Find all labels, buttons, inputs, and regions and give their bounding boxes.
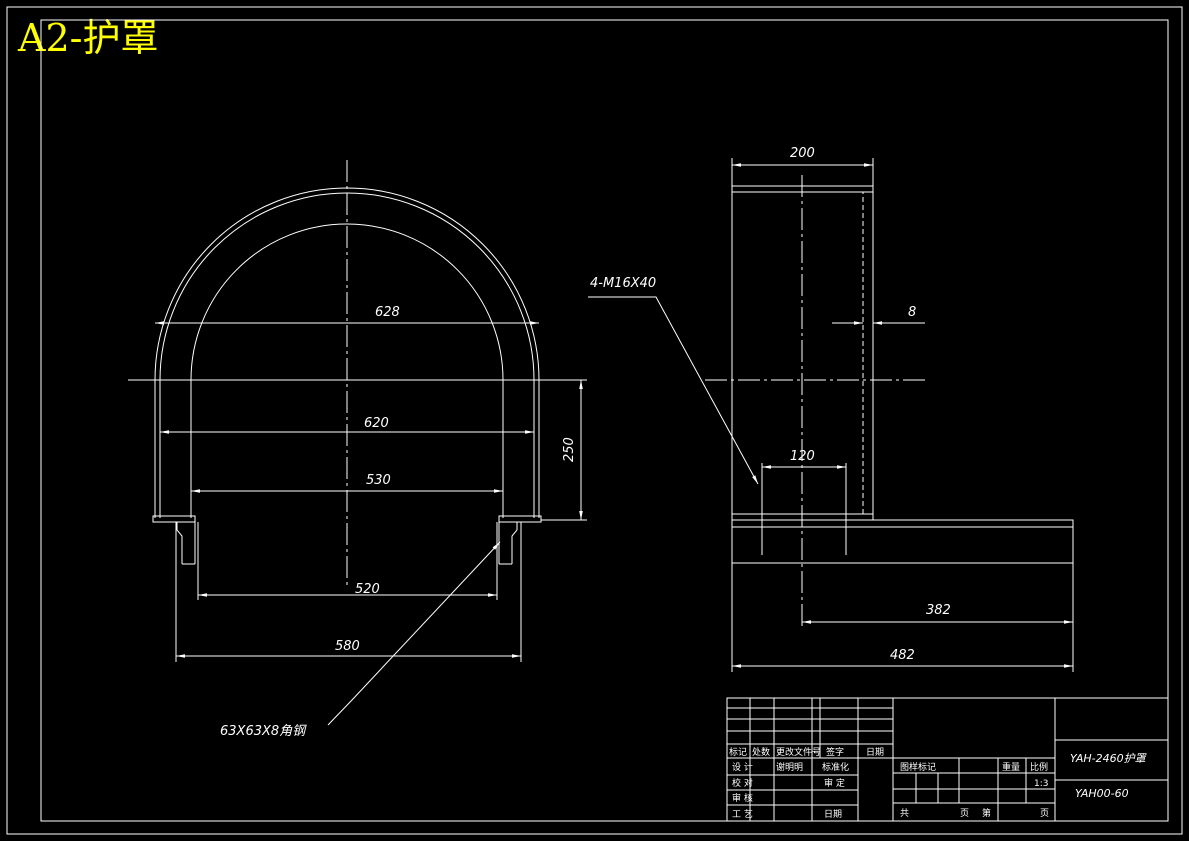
- tb-col-sign: 签字: [826, 746, 844, 758]
- outer-arch: [154, 187, 540, 381]
- side-view: [588, 158, 1074, 672]
- left-flange: [152, 515, 196, 523]
- inner-arch: [190, 223, 504, 381]
- tb-review: 审 核: [732, 792, 753, 804]
- tb-process: 工 艺: [732, 809, 753, 820]
- angle-steel-callout: 63X63X8角钢: [220, 724, 307, 739]
- tb-designer: 谢明明: [776, 761, 803, 773]
- title-block: [726, 697, 1169, 822]
- tb-col-count: 处数: [752, 746, 770, 758]
- tb-sheet-num: 第: [982, 807, 991, 819]
- tb-standard: 标准化: [822, 761, 849, 773]
- dim-482: 482: [890, 648, 915, 663]
- tb-sheets-page: 页: [960, 808, 969, 819]
- outer-border: [6, 6, 1183, 835]
- bolt-callout: 4-M16X40: [590, 276, 656, 291]
- inner-frame: [40, 19, 1169, 822]
- dim-628: 628: [375, 305, 400, 320]
- dim-120: 120: [790, 449, 815, 464]
- tb-part-name: YAH-2460护罩: [1070, 752, 1147, 765]
- tb-col-date: 日期: [866, 747, 884, 758]
- front-view: [128, 160, 587, 726]
- tb-sheets-total: 共: [900, 808, 909, 819]
- tb-date: 日期: [824, 809, 842, 820]
- tb-weight: 重量: [1002, 761, 1020, 773]
- side-base-plate: [731, 519, 1074, 564]
- dim-580: 580: [335, 639, 360, 654]
- tb-scale: 1:3: [1034, 779, 1048, 789]
- right-flange: [498, 515, 542, 523]
- tb-sheet-page2: 页: [1040, 808, 1049, 819]
- dim-530: 530: [366, 473, 391, 488]
- tb-col-change: 更改文件号: [776, 746, 821, 758]
- dim-520: 520: [355, 582, 380, 597]
- tb-check: 校 对: [732, 777, 753, 789]
- angle-steel-leader: [327, 541, 501, 726]
- bolt-leader: [588, 296, 759, 485]
- dim-382: 382: [926, 603, 951, 618]
- dim-250: 250: [562, 437, 577, 462]
- tb-ratio: 比例: [1030, 761, 1048, 773]
- tb-approve: 审 定: [824, 777, 845, 789]
- tb-col-mark: 标记: [729, 746, 747, 758]
- outer-arch-inner-line: [159, 192, 535, 381]
- dim-620: 620: [364, 416, 389, 431]
- tb-stage-mark: 图样标记: [900, 761, 936, 773]
- dim-200: 200: [790, 146, 815, 161]
- dim-8: 8: [908, 305, 916, 320]
- tb-design: 设 计: [732, 761, 753, 773]
- tb-drawing-number: YAH00-60: [1075, 787, 1129, 800]
